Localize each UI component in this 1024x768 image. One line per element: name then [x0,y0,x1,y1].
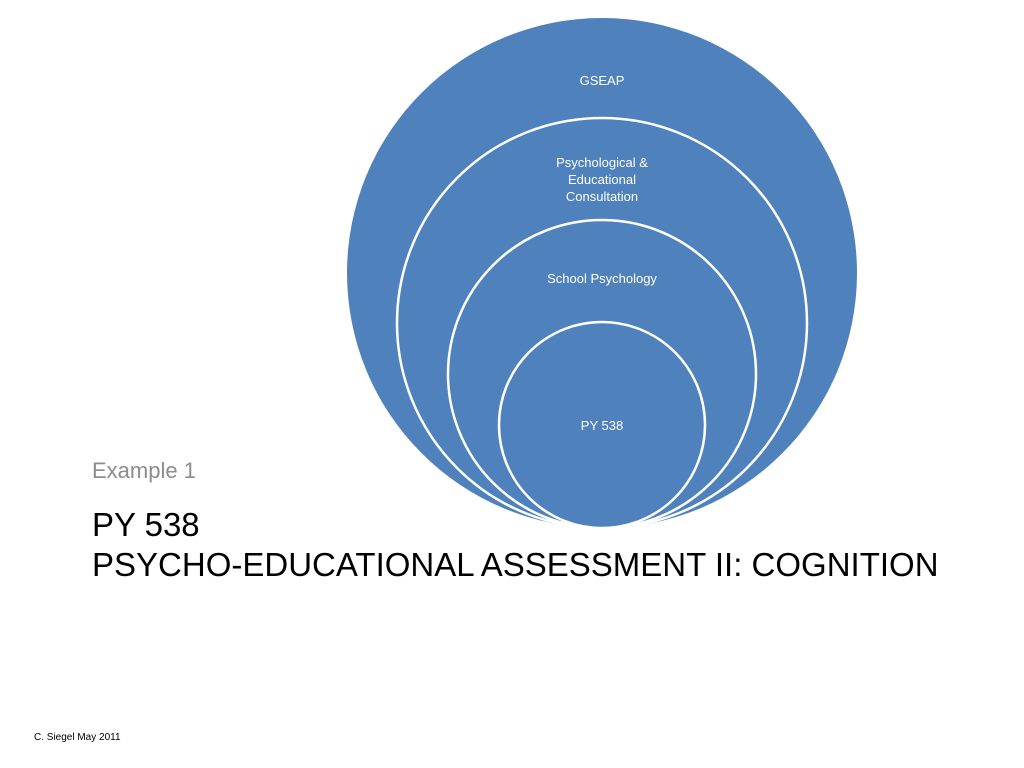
circle-label-line: Educational [568,172,636,187]
circle-label: GSEAP [580,73,625,88]
circle-label-line: GSEAP [580,73,625,88]
title-line-course: PY 538 [92,506,200,543]
title-line-course-name: PSYCHO-EDUCATIONAL ASSESSMENT II: COGNIT… [92,546,939,583]
slide-title: PY 538 PSYCHO-EDUCATIONAL ASSESSMENT II:… [92,505,992,585]
circle-label-line: School Psychology [547,271,657,286]
circle-label-line: PY 538 [581,418,623,433]
circle-label-line: Consultation [566,189,638,204]
circle-label: PY 538 [581,418,623,433]
circle-label: School Psychology [547,271,657,286]
footer-credit: C. Siegel May 2011 [34,732,121,743]
circle-py-538 [497,320,707,530]
circle-label-line: Psychological & [556,155,648,170]
subtitle: Example 1 [92,458,196,483]
